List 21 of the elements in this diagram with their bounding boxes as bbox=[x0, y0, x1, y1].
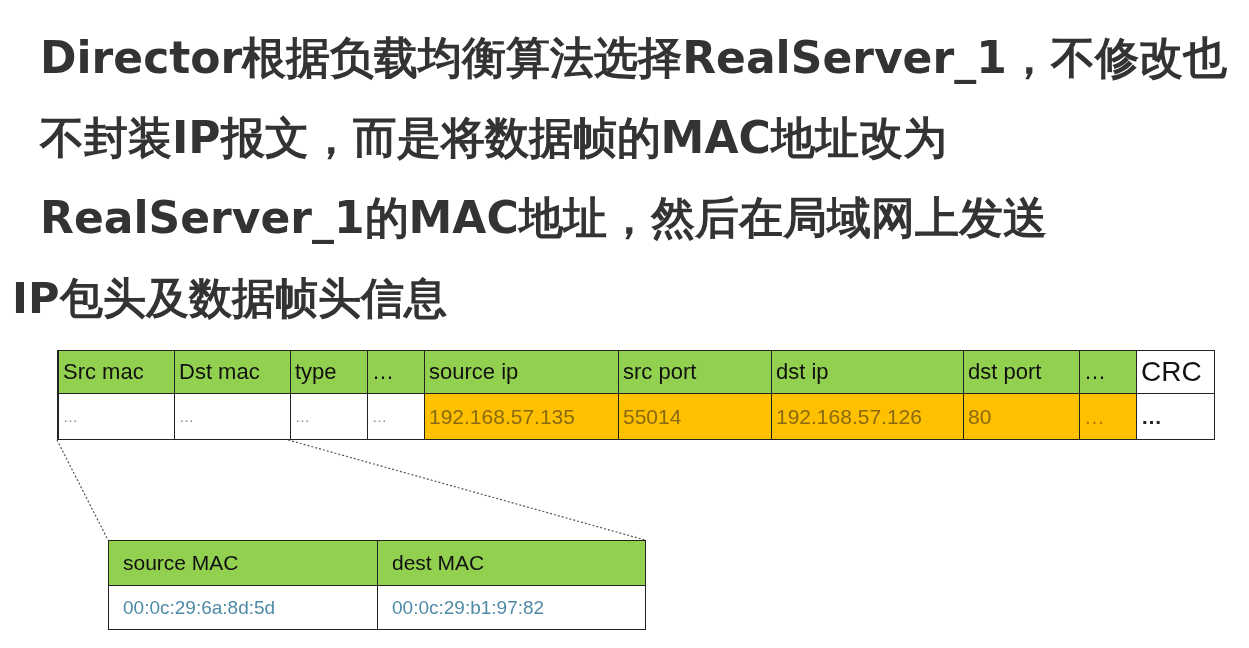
header-cell: … bbox=[1079, 350, 1137, 394]
header-cell: dest MAC bbox=[377, 540, 646, 586]
header-cell: Src mac bbox=[58, 350, 175, 394]
header-cell: source MAC bbox=[108, 540, 378, 586]
mac-table bbox=[108, 540, 645, 630]
value-cell: 80 bbox=[963, 393, 1080, 440]
frame-table bbox=[57, 350, 1213, 440]
leader-line bbox=[56, 439, 109, 541]
value-cell: … bbox=[1079, 393, 1137, 440]
value-cell: 192.168.57.126 bbox=[771, 393, 964, 440]
header-cell: src port bbox=[618, 350, 772, 394]
header-cell: type bbox=[290, 350, 368, 394]
header-cell: dst port bbox=[963, 350, 1080, 394]
header-cell: … bbox=[367, 350, 425, 394]
value-cell: 192.168.57.135 bbox=[424, 393, 619, 440]
header-cell: source ip bbox=[424, 350, 619, 394]
header-cell: dst ip bbox=[771, 350, 964, 394]
paragraph: Director根据负载均衡算法选择RealServer_1，不修改也不封装IP报文，而是将数据帧的MAC地址改为RealServer_1的MAC地址，然后在局域网上发送 bbox=[40, 31, 1228, 246]
heading: IP包头及数据帧头信息 bbox=[12, 272, 447, 325]
header-cell: Dst mac bbox=[174, 350, 291, 394]
value-cell: 55014 bbox=[618, 393, 772, 440]
